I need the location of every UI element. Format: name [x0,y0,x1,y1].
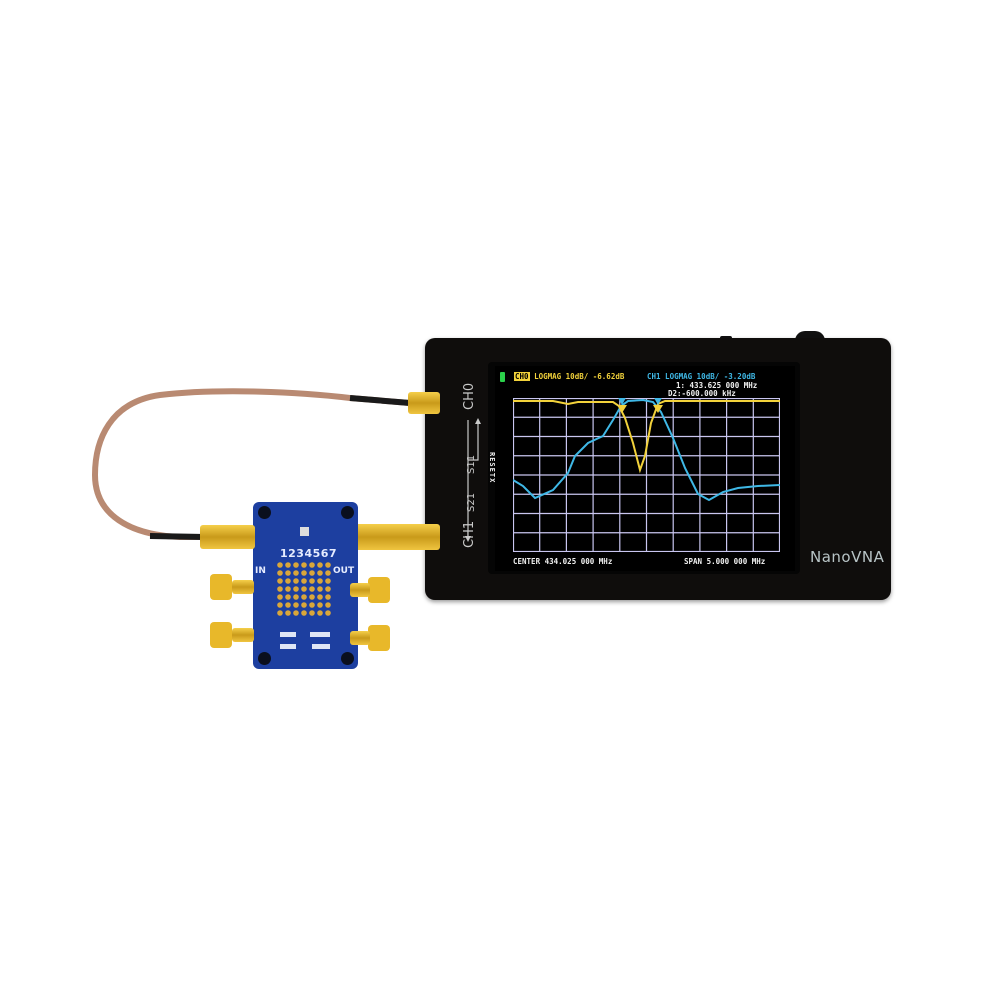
marker-2-ch0-icon [653,405,663,413]
ch0-sma-port[interactable] [408,392,440,414]
battery-icon [500,372,505,382]
marker-1-ch0-icon [617,405,627,413]
brand-label: NanoVNA [810,548,885,566]
marker-1-icon [618,398,626,405]
pcb-column-numbers: 1234567 [280,547,338,560]
pcb-sma-left-1[interactable] [210,574,232,600]
power-switch[interactable] [795,331,825,341]
pcb-sma-right-2-body [350,631,370,645]
graph-grid [513,398,780,552]
pcb-sma-right-1[interactable] [368,577,390,603]
pcb-hole-grid [277,562,331,616]
pcb-sma-left-1-body [232,580,254,594]
trace-graph [513,398,780,552]
screw-icon [258,652,271,665]
ch0-label: CH0 [462,382,477,410]
center-frequency: CENTER 434.025 000 MHz [513,557,613,566]
screw-icon [341,652,354,665]
pcb-sma-left-2-body [232,628,254,642]
pcb-component [300,527,309,536]
pcb-sma-top-left[interactable] [200,525,255,549]
marker-2-icon [654,398,662,405]
marker-readout-1: 1: 433.625 000 MHz [676,381,758,390]
ch0-header-text: LOGMAG 10dB/ -6.62dB [534,372,625,381]
pcb-in-label: IN [255,566,266,576]
ch1-header-text: CH1 LOGMAG 10dB/ -3.20dB [647,372,756,381]
pcb-out-label: OUT [333,566,355,576]
ch1-trace [513,398,780,502]
ch0-badge: CH0 [514,372,530,381]
ch0-header: CH0 LOGMAG 10dB/ -6.62dB [514,372,624,381]
marker-readout-2: D2:-600.000 kHz [668,389,736,398]
pcb-sma-left-2[interactable] [210,622,232,648]
pcb-pad [280,632,296,637]
pcb-pad [310,632,330,637]
pcb-sma-right-2[interactable] [368,625,390,651]
pcb-pad [280,644,296,649]
signal-path-arrows-icon [465,418,481,542]
span-frequency: SPAN 5.000 000 MHz [684,557,766,566]
ch1-sma-port[interactable] [355,524,440,550]
screw-icon [341,506,354,519]
pcb-sma-right-1-body [350,583,370,597]
side-menu-text[interactable]: RESETX [488,452,496,484]
screw-icon [258,506,271,519]
pcb-pad [312,644,330,649]
